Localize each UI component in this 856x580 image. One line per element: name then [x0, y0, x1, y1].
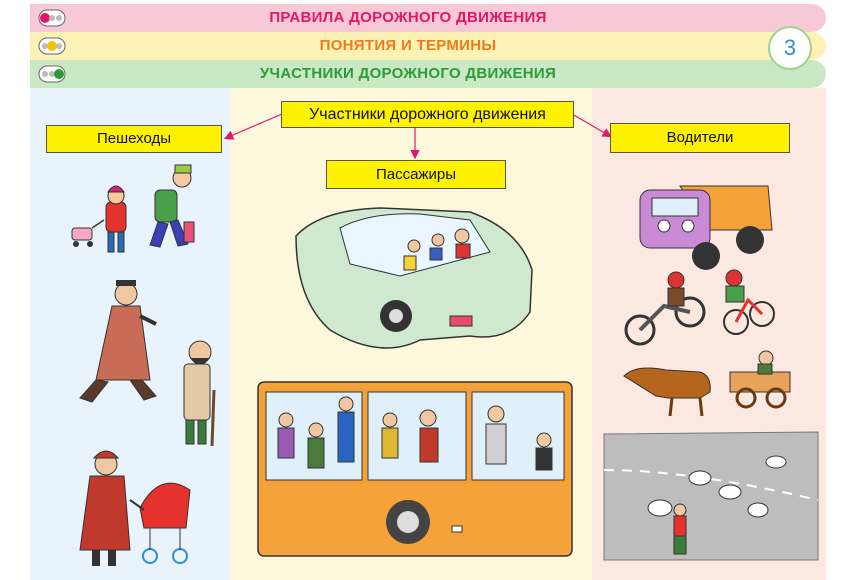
root-box: Участники дорожного движения: [281, 101, 574, 128]
cyclist-illustration: [723, 269, 775, 335]
page-number-badge: 3: [768, 26, 812, 70]
band-title-terms: ПОНЯТИЯ И ТЕРМИНЫ: [319, 37, 497, 54]
traffic-light-green-icon: [38, 65, 66, 83]
traffic-light-red-icon: [38, 9, 66, 27]
header-band-rules: ПРАВИЛА ДОРОЖНОГО ДВИЖЕНИЯ: [30, 4, 826, 32]
child-with-doll-stroller-illustration: [71, 164, 195, 253]
motorcyclist-illustration: [624, 271, 706, 346]
traffic-light-yellow-icon: [38, 37, 66, 55]
dump-truck-illustration: [639, 185, 773, 270]
woman-with-pram-illustration: [79, 450, 191, 566]
old-man-with-cane-illustration: [183, 340, 216, 447]
horse-cart-illustration: [623, 350, 791, 417]
car-with-passengers-illustration: [295, 207, 533, 349]
pedestrians-box: Пешеходы: [46, 125, 222, 153]
bus-with-passengers-illustration: [257, 381, 573, 557]
drivers-box: Водители: [610, 123, 790, 153]
page-number: 3: [783, 35, 797, 60]
passengers-box: Пассажиры: [326, 160, 506, 189]
band-title-rules: ПРАВИЛА ДОРОЖНОГО ДВИЖЕНИЯ: [269, 9, 547, 26]
header-band-participants: УЧАСТНИКИ ДОРОЖНОГО ДВИЖЕНИЯ: [30, 60, 826, 88]
man-in-coat-illustration: [79, 280, 157, 403]
header-band-terms: ПОНЯТИЯ И ТЕРМИНЫ: [30, 32, 826, 60]
band-title-participants: УЧАСТНИКИ ДОРОЖНОГО ДВИЖЕНИЯ: [259, 65, 557, 82]
road-with-sheep-illustration: [603, 431, 819, 561]
